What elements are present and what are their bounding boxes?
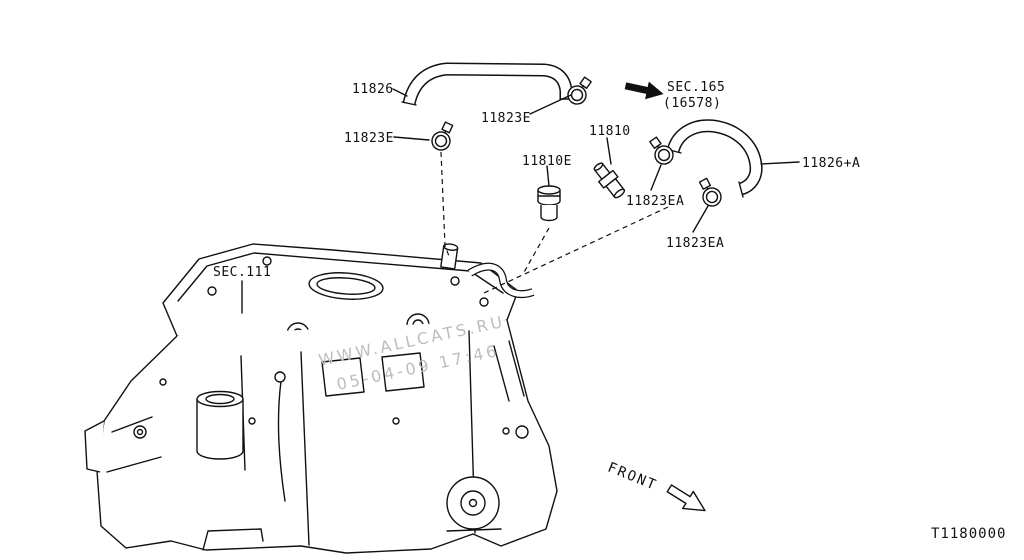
label-clamp-11823ea-1: 11823EA — [626, 194, 685, 209]
leader-lines — [241, 88, 800, 314]
sec165-arrow-icon — [624, 81, 664, 100]
label-hose-11826a: 11826+A — [802, 156, 861, 171]
hose-11826a-drawing — [665, 119, 763, 198]
pcv-valve-11810-drawing — [593, 162, 626, 199]
clamp-11823ea-lower-drawing — [694, 175, 725, 210]
front-arrow-icon — [666, 484, 706, 512]
label-sec165: SEC.165 — [667, 80, 726, 95]
label-sec165-ref: (16578) — [663, 96, 722, 111]
drawing-code: T1180000 — [931, 526, 1007, 542]
label-clamp-11823ea-2: 11823EA — [666, 236, 725, 251]
label-clamp-11823e-top: 11823E — [481, 111, 531, 126]
grommet-11810e-drawing — [537, 185, 561, 222]
hose-11826-drawing — [401, 62, 573, 106]
label-hose-11826: 11826 — [352, 82, 394, 97]
label-grommet-11810e: 11810E — [522, 154, 572, 169]
clamp-11823e-left-drawing — [428, 119, 458, 154]
label-clamp-11823e-left: 11823E — [344, 131, 394, 146]
label-pcv-valve-11810: 11810 — [589, 124, 631, 139]
label-sec111: SEC.111 — [213, 265, 272, 280]
assembly-dashed-lines — [440, 151, 669, 294]
engine-drawing — [84, 243, 558, 554]
